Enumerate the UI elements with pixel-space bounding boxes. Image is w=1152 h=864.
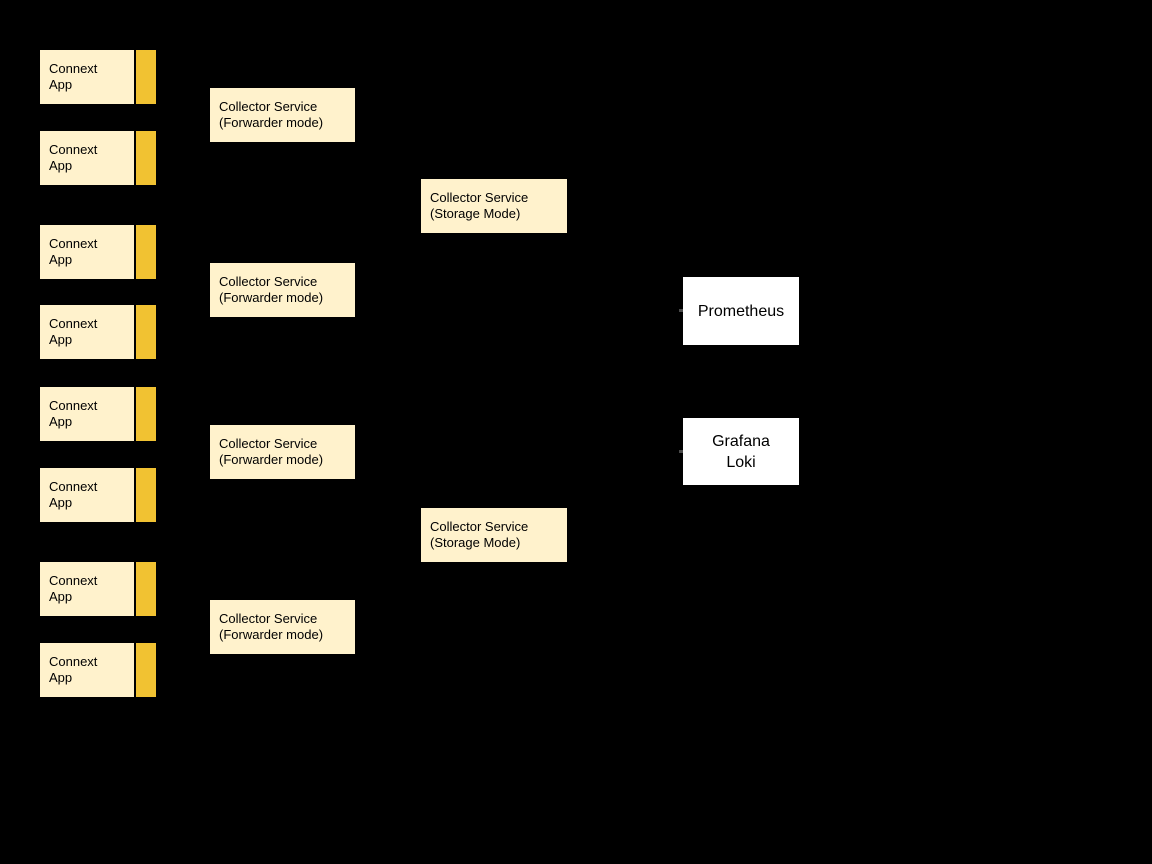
connext-app-body: Connext App [40, 131, 134, 185]
grafana-loki-label-line1: Grafana [712, 432, 770, 450]
collector-forwarder-node: Collector Service (Forwarder mode) [210, 88, 355, 142]
collector-storage-label: Collector Service (Storage Mode) [421, 179, 532, 233]
accent-stripe [136, 468, 156, 522]
connext-app-label: Connext App [40, 398, 134, 430]
collector-storage-node: Collector Service (Storage Mode) [421, 508, 567, 562]
connext-app-label: Connext App [40, 142, 134, 174]
connext-app-label: Connext App [40, 479, 134, 511]
connext-app-node: Connext App [40, 225, 156, 279]
connext-app-label-line2: App [49, 414, 73, 429]
stripe-gap [134, 225, 136, 279]
collector-forwarder-label-line2: (Forwarder mode) [219, 115, 324, 130]
collector-forwarder-label-line1: Collector Service [219, 274, 318, 289]
accent-stripe [136, 305, 156, 359]
connext-app-label-line2: App [49, 332, 73, 347]
connext-app-label-line1: Connext [49, 479, 98, 494]
connext-app-label-line1: Connext [49, 316, 98, 331]
connext-app-body: Connext App [40, 305, 134, 359]
stripe-gap [134, 131, 136, 185]
collector-forwarder-label-line1: Collector Service [219, 99, 318, 114]
connext-app-label-line2: App [49, 252, 73, 267]
collector-storage-label-line2: (Storage Mode) [430, 535, 521, 550]
grafana-loki-label: Grafana Loki [712, 431, 770, 473]
accent-stripe [136, 225, 156, 279]
connext-app-label-line1: Connext [49, 654, 98, 669]
accent-stripe [136, 387, 156, 441]
connext-app-node: Connext App [40, 131, 156, 185]
connext-app-label-line2: App [49, 158, 73, 173]
connext-app-label-line2: App [49, 670, 73, 685]
connext-app-body: Connext App [40, 50, 134, 104]
connext-app-node: Connext App [40, 643, 156, 697]
connext-app-label: Connext App [40, 316, 134, 348]
arrowhead-tip [679, 450, 683, 453]
stripe-gap [134, 387, 136, 441]
connext-app-label: Connext App [40, 573, 134, 605]
connext-app-label: Connext App [40, 61, 134, 93]
connext-app-node: Connext App [40, 562, 156, 616]
collector-storage-label: Collector Service (Storage Mode) [421, 508, 532, 562]
connext-app-body: Connext App [40, 225, 134, 279]
stripe-gap [134, 305, 136, 359]
connext-app-label-line1: Connext [49, 573, 98, 588]
connext-app-body: Connext App [40, 387, 134, 441]
connext-app-label: Connext App [40, 654, 134, 686]
connext-app-body: Connext App [40, 643, 134, 697]
connext-app-label-line2: App [49, 589, 73, 604]
connext-app-body: Connext App [40, 468, 134, 522]
connext-app-label-line2: App [49, 77, 73, 92]
collector-storage-label-line2: (Storage Mode) [430, 206, 521, 221]
connext-app-label-line1: Connext [49, 398, 98, 413]
grafana-loki-label-line2: Loki [726, 453, 756, 471]
collector-storage-label-line1: Collector Service [430, 519, 529, 534]
collector-forwarder-label: Collector Service (Forwarder mode) [210, 600, 327, 654]
connext-app-label-line1: Connext [49, 61, 98, 76]
collector-forwarder-node: Collector Service (Forwarder mode) [210, 600, 355, 654]
connext-app-label-line1: Connext [49, 142, 98, 157]
connext-app-body: Connext App [40, 562, 134, 616]
collector-forwarder-label-line1: Collector Service [219, 611, 318, 626]
collector-forwarder-node: Collector Service (Forwarder mode) [210, 425, 355, 479]
collector-forwarder-label-line2: (Forwarder mode) [219, 290, 324, 305]
accent-stripe [136, 562, 156, 616]
stripe-gap [134, 50, 136, 104]
arrowhead-tip [679, 309, 683, 312]
stripe-gap [134, 643, 136, 697]
connext-app-node: Connext App [40, 468, 156, 522]
prometheus-label-text: Prometheus [697, 302, 785, 320]
accent-stripe [136, 131, 156, 185]
collector-forwarder-label: Collector Service (Forwarder mode) [210, 425, 327, 479]
collector-forwarder-label-line2: (Forwarder mode) [219, 627, 324, 642]
accent-stripe [136, 643, 156, 697]
prometheus-node: Prometheus [683, 277, 799, 345]
grafana-loki-node: Grafana Loki [683, 418, 799, 485]
collector-forwarder-label-line1: Collector Service [219, 436, 318, 451]
collector-forwarder-label: Collector Service (Forwarder mode) [210, 263, 327, 317]
connext-app-label: Connext App [40, 236, 134, 268]
connext-app-node: Connext App [40, 387, 156, 441]
connext-app-node: Connext App [40, 50, 156, 104]
connext-app-label-line1: Connext [49, 236, 98, 251]
collector-forwarder-node: Collector Service (Forwarder mode) [210, 263, 355, 317]
stripe-gap [134, 562, 136, 616]
prometheus-label: Prometheus [698, 301, 784, 322]
collector-forwarder-label: Collector Service (Forwarder mode) [210, 88, 327, 142]
stripe-gap [134, 468, 136, 522]
collector-storage-label-line1: Collector Service [430, 190, 529, 205]
accent-stripe [136, 50, 156, 104]
collector-storage-node: Collector Service (Storage Mode) [421, 179, 567, 233]
connext-app-node: Connext App [40, 305, 156, 359]
collector-forwarder-label-line2: (Forwarder mode) [219, 452, 324, 467]
connext-app-label-line2: App [49, 495, 73, 510]
